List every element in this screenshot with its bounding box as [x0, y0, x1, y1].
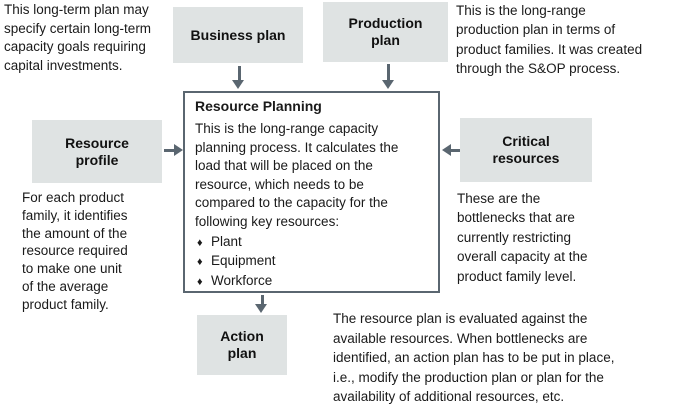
- box-resource-profile-label: Resource profile: [65, 134, 129, 168]
- resource-planning-bullet-list: ♦ Plant ♦ Equipment ♦ Workforce: [195, 233, 430, 292]
- box-production-plan: Production plan: [323, 2, 448, 62]
- diamond-bullet-icon: ♦: [197, 256, 203, 269]
- resource-planning-description: This is the long-range capacity planning…: [195, 121, 399, 229]
- arrow-down-icon: [382, 80, 394, 89]
- box-critical-resources: Critical resources: [460, 118, 592, 182]
- arrow-shaft: [164, 149, 175, 152]
- bullet-item-equipment: ♦ Equipment: [195, 252, 430, 272]
- box-critical-resources-label: Critical resources: [492, 133, 560, 166]
- box-resource-profile: Resource profile: [32, 120, 162, 183]
- box-business-plan: Business plan: [173, 7, 303, 63]
- arrow-shaft: [261, 295, 264, 305]
- bullet-item-plant: ♦ Plant: [195, 233, 430, 253]
- diamond-bullet-icon: ♦: [197, 236, 203, 249]
- arrow-shaft: [238, 66, 241, 81]
- arrow-shaft: [387, 64, 390, 81]
- box-action-plan-label: Action plan: [220, 328, 264, 361]
- bullet-label: Equipment: [211, 253, 276, 269]
- resource-planning-title: Resource Planning: [195, 98, 322, 114]
- note-business-plan: This long-term plan may specify certain …: [4, 2, 152, 73]
- arrow-shaft: [449, 149, 460, 152]
- arrow-down-icon: [232, 80, 244, 89]
- diamond-bullet-icon: ♦: [197, 275, 203, 288]
- note-action-plan: The resource plan is evaluated against t…: [333, 311, 615, 405]
- box-resource-planning: Resource Planning This is the long-range…: [183, 91, 440, 293]
- box-production-plan-label: Production plan: [348, 15, 423, 48]
- bullet-label: Workforce: [211, 272, 273, 288]
- note-production-plan: This is the long-range production plan i…: [456, 3, 643, 76]
- box-business-plan-label: Business plan: [190, 26, 286, 43]
- box-action-plan: Action plan: [197, 315, 287, 375]
- note-critical-resources: These are the bottlenecks that are curre…: [457, 191, 588, 284]
- arrow-left-icon: [442, 144, 451, 156]
- arrow-down-icon: [255, 304, 267, 313]
- arrow-right-icon: [174, 144, 183, 156]
- bullet-item-workforce: ♦ Workforce: [195, 272, 430, 292]
- bullet-label: Plant: [211, 233, 242, 249]
- note-resource-profile: For each product family, it identifies t…: [22, 190, 128, 312]
